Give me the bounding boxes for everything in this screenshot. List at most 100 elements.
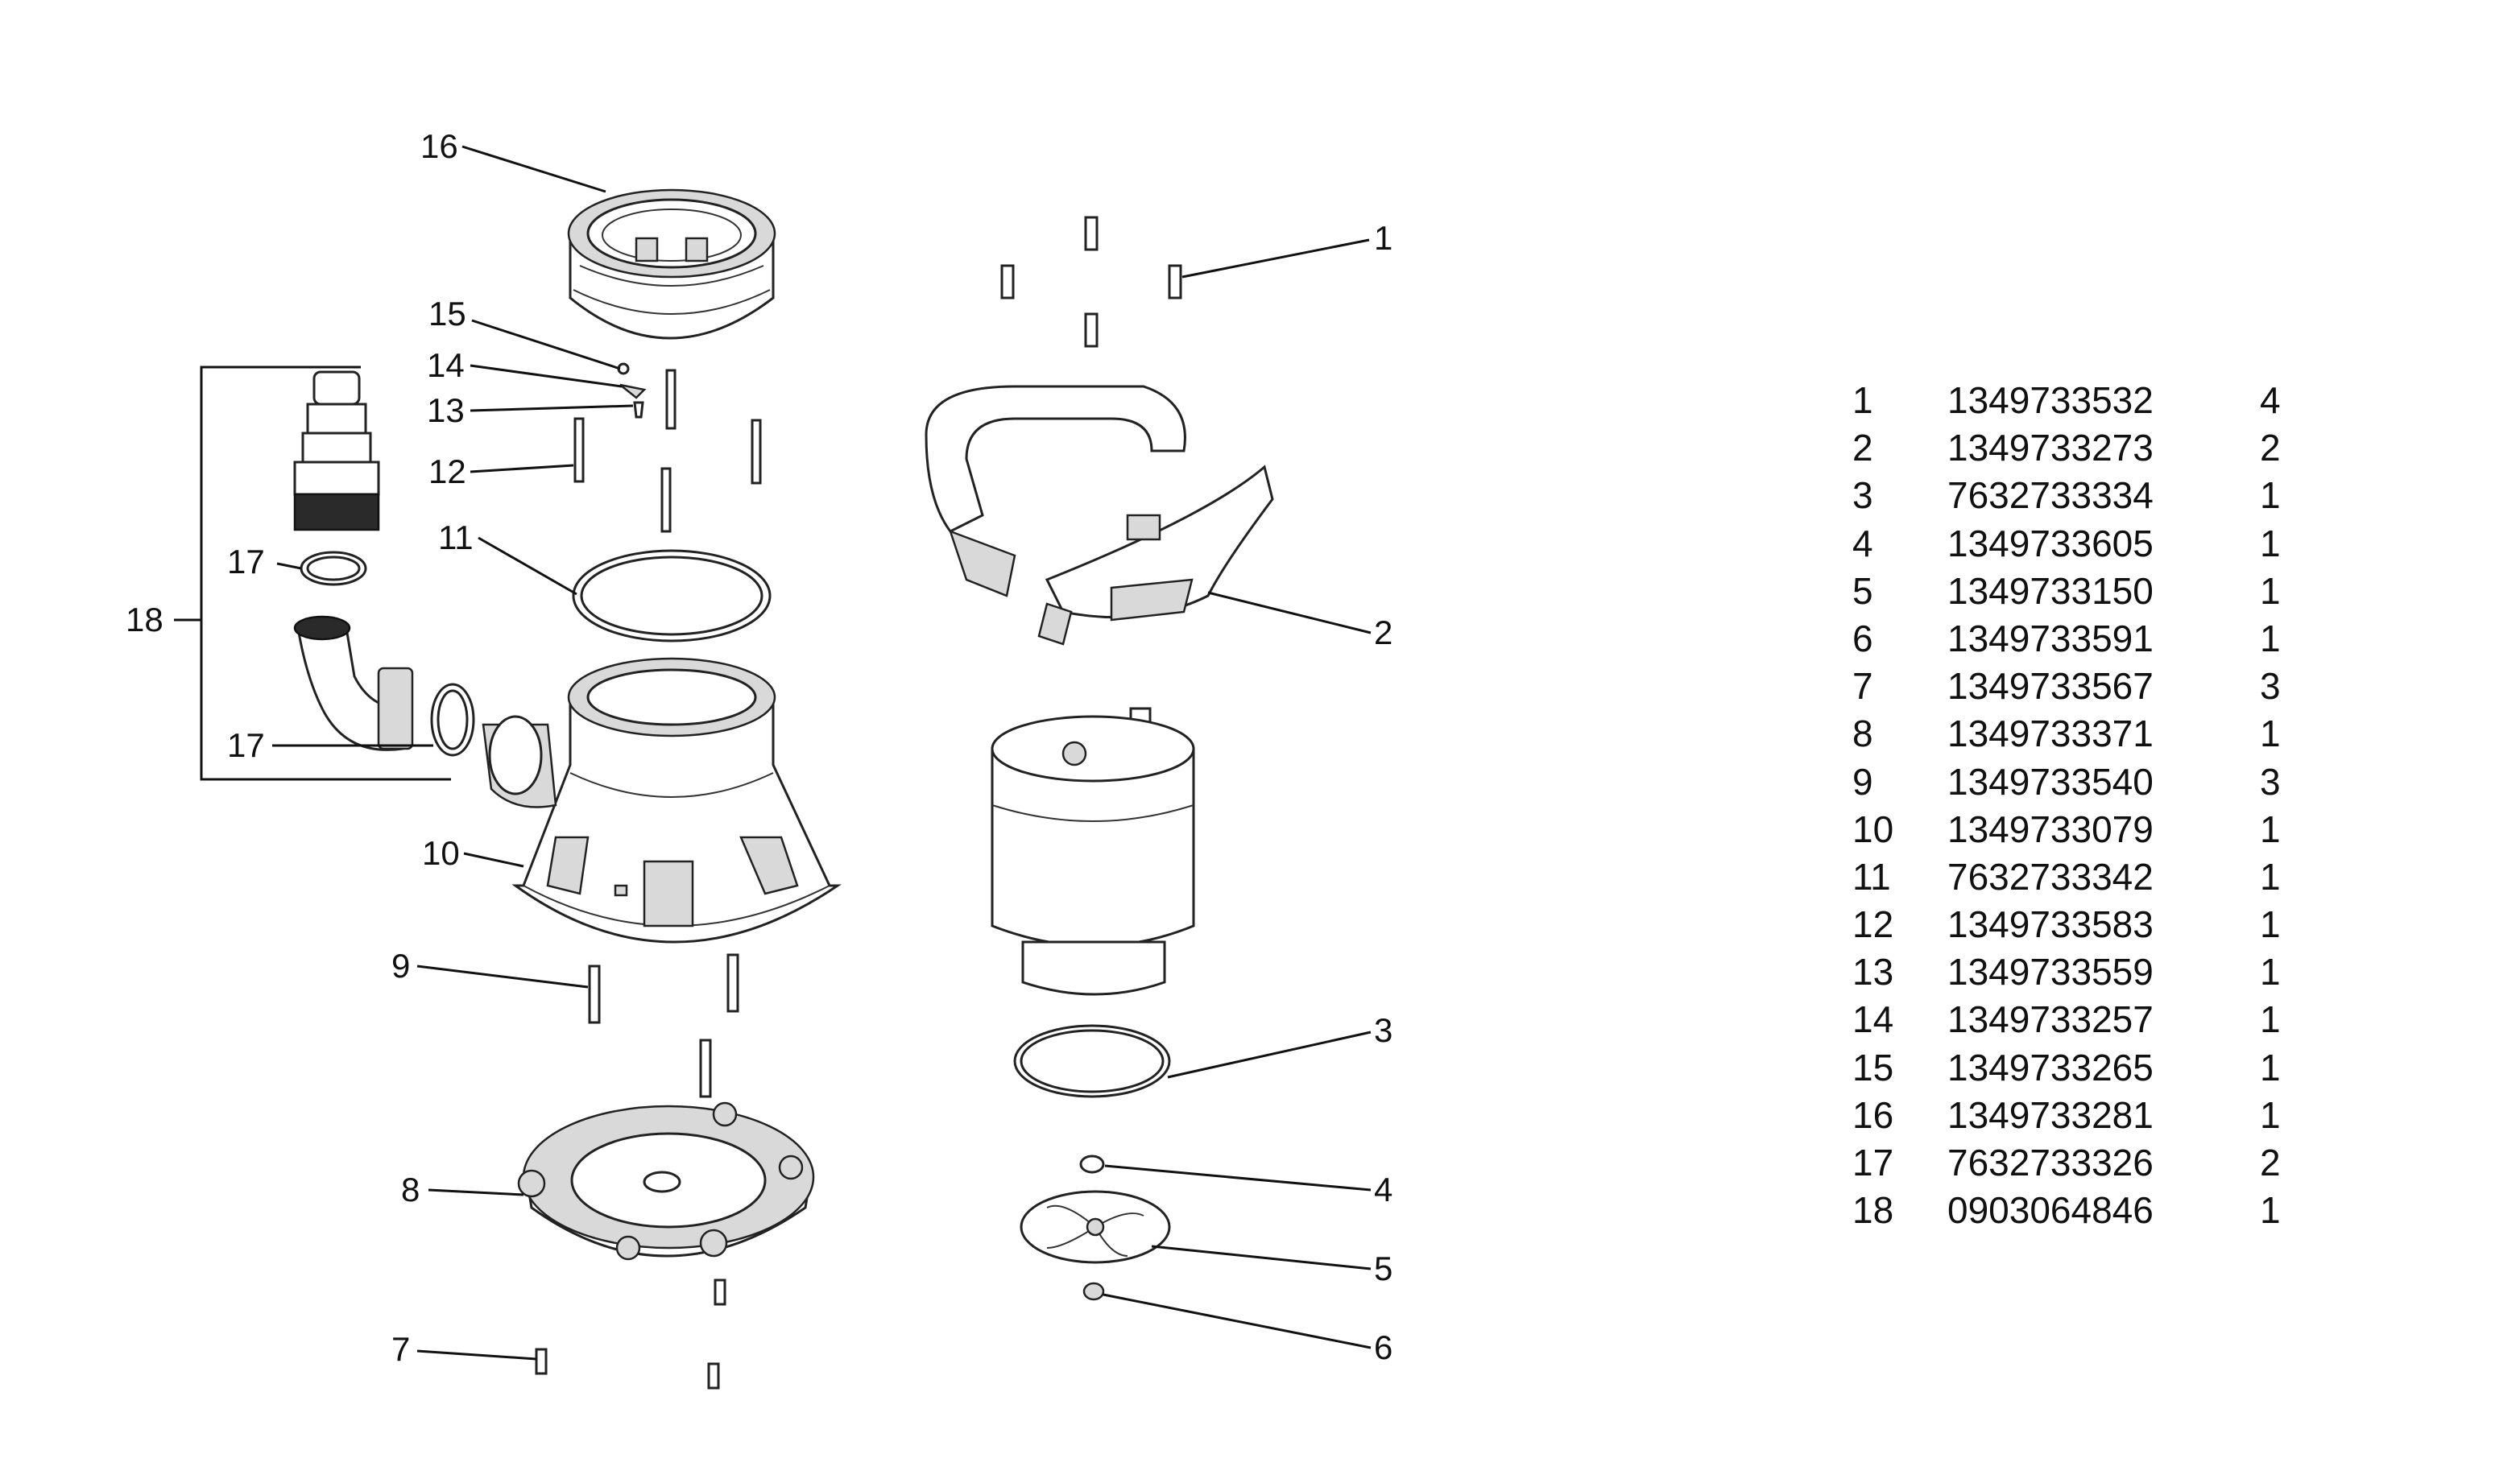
- part-position: 18: [1852, 1189, 1894, 1232]
- parts-table-row: 10 1349733079 1: [1852, 806, 2308, 853]
- part-quantity: 1: [2260, 808, 2281, 850]
- part-number: 1349733591: [1947, 617, 2154, 659]
- part-number: 7632733326: [1947, 1142, 2154, 1184]
- part-position: 5: [1852, 569, 1873, 612]
- leader-lines: [272, 145, 1372, 1361]
- callout-1: 1: [1374, 219, 1392, 257]
- part-number: 1349733567: [1947, 665, 2154, 708]
- part-12-long-screws: [573, 369, 762, 533]
- parts-table-row: 6 1349733591 1: [1852, 615, 2308, 663]
- part-6-nut: [1082, 1282, 1105, 1301]
- callout-15: 15: [428, 295, 466, 333]
- part-quantity: 3: [2260, 760, 2281, 803]
- callout-14: 14: [427, 346, 465, 384]
- parts-table-row: 18 0903064846 1: [1852, 1187, 2308, 1234]
- part-quantity: 3: [2260, 665, 2281, 708]
- part-quantity: 1: [2260, 1093, 2281, 1136]
- callout-10: 10: [422, 834, 460, 872]
- part-quantity: 1: [2260, 569, 2281, 612]
- part-quantity: 2: [2260, 427, 2281, 469]
- part-quantity: 2: [2260, 1142, 2281, 1184]
- callout-9: 9: [391, 947, 410, 985]
- callout-3: 3: [1374, 1011, 1392, 1049]
- part-position: 9: [1852, 760, 1873, 803]
- parts-table-row: 7 1349733567 3: [1852, 663, 2308, 710]
- part-11-o-ring: [572, 549, 772, 642]
- part-number: 1349733150: [1947, 569, 2154, 612]
- part-position: 10: [1852, 808, 1894, 850]
- part-number: 1349733559: [1947, 951, 2154, 993]
- part-position: 8: [1852, 713, 1873, 755]
- part-position: 4: [1852, 522, 1873, 564]
- part-quantity: 1: [2260, 998, 2281, 1041]
- part-7-screws: [535, 1279, 726, 1390]
- callout-5: 5: [1374, 1250, 1392, 1287]
- parts-table-row: 17 7632733326 2: [1852, 1139, 2308, 1187]
- part-14-spring-clip: [619, 383, 647, 399]
- part-position: 6: [1852, 617, 1873, 659]
- part-quantity: 1: [2260, 617, 2281, 659]
- part-4-washer: [1079, 1155, 1105, 1174]
- callout-17a: 17: [227, 543, 265, 580]
- motor-unit: [991, 707, 1195, 996]
- part-number: 7632733342: [1947, 855, 2154, 898]
- part-18-connector-group: [174, 366, 475, 781]
- callout-13: 13: [427, 391, 465, 429]
- part-16-top-ring: [567, 188, 776, 340]
- part-quantity: 1: [2260, 713, 2281, 755]
- part-quantity: 1: [2260, 1189, 2281, 1232]
- part-quantity: 4: [2260, 379, 2281, 421]
- part-quantity: 1: [2260, 474, 2281, 517]
- part-number: 7632733334: [1947, 474, 2154, 517]
- part-number: 1349733257: [1947, 998, 2154, 1041]
- callout-6: 6: [1374, 1328, 1392, 1366]
- part-position: 15: [1852, 1046, 1894, 1088]
- part-number: 1349733281: [1947, 1093, 2154, 1136]
- parts-table-row: 13 1349733559 1: [1852, 948, 2308, 996]
- part-number: 1349733371: [1947, 713, 2154, 755]
- parts-table-row: 1 1349733532 4: [1852, 377, 2308, 424]
- part-number: 1349733583: [1947, 903, 2154, 946]
- callout-7: 7: [391, 1330, 410, 1368]
- part-number: 1349733532: [1947, 379, 2154, 421]
- callout-17b: 17: [227, 726, 265, 764]
- part-number: 1349733079: [1947, 808, 2154, 850]
- part-number: 1349733273: [1947, 427, 2154, 469]
- part-position: 14: [1852, 998, 1894, 1041]
- callout-2: 2: [1374, 613, 1392, 651]
- part-number: 1349733265: [1947, 1046, 2154, 1088]
- part-position: 3: [1852, 474, 1873, 517]
- callout-labels: 1 2 3 4 5 6 7 8 9 10 11 12 13 14 15 16 1…: [126, 127, 1392, 1368]
- part-position: 11: [1852, 855, 1891, 898]
- part-quantity: 1: [2260, 903, 2281, 946]
- part-3-o-ring: [1013, 1024, 1171, 1098]
- part-position: 17: [1852, 1142, 1894, 1184]
- part-quantity: 1: [2260, 855, 2281, 898]
- part-number: 1349733605: [1947, 522, 2154, 564]
- part-position: 1: [1852, 379, 1873, 421]
- part-number: 0903064846: [1947, 1189, 2154, 1232]
- part-quantity: 1: [2260, 951, 2281, 993]
- callout-11: 11: [438, 518, 474, 556]
- part-quantity: 1: [2260, 522, 2281, 564]
- parts-table-row: 5 1349733150 1: [1852, 568, 2308, 615]
- part-position: 7: [1852, 665, 1873, 708]
- part-10-pump-housing: [482, 657, 842, 944]
- part-position: 2: [1852, 427, 1873, 469]
- callout-16: 16: [420, 127, 458, 165]
- callout-4: 4: [1374, 1171, 1392, 1208]
- part-9-pins: [588, 953, 739, 1098]
- part-position: 13: [1852, 951, 1894, 993]
- parts-table-row: 16 1349733281 1: [1852, 1092, 2308, 1139]
- part-1-screws: [1000, 216, 1182, 348]
- part-2-clamp-halves: [925, 385, 1274, 646]
- part-13-small-screw: [633, 401, 644, 419]
- part-5-impeller: [1020, 1190, 1171, 1264]
- part-position: 16: [1852, 1093, 1894, 1136]
- parts-table-row: 4 1349733605 1: [1852, 520, 2308, 568]
- parts-table-row: 11 7632733342 1: [1852, 853, 2308, 901]
